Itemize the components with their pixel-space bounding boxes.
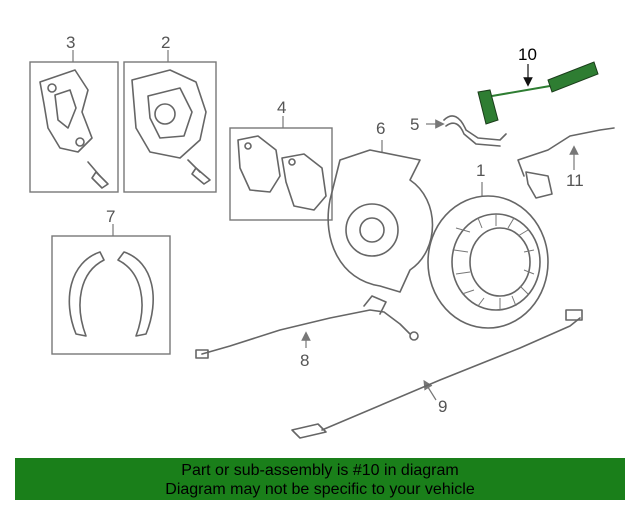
part-9-brake-cable[interactable]: 9 bbox=[291, 309, 583, 439]
callout-7: 7 bbox=[106, 207, 115, 226]
callout-11: 11 bbox=[566, 171, 584, 190]
part-8-sensor-cable[interactable]: 8 bbox=[195, 295, 419, 370]
callout-8: 8 bbox=[300, 351, 309, 370]
part-5-sensor-bracket[interactable]: 5 bbox=[410, 115, 507, 147]
part-6-dust-shield[interactable]: 6 bbox=[327, 119, 434, 293]
callout-1: 1 bbox=[476, 161, 485, 180]
callout-9: 9 bbox=[438, 397, 447, 416]
part-4-brake-pads[interactable]: 4 bbox=[229, 98, 333, 221]
notice-line-1: Part or sub-assembly is #10 in diagram bbox=[181, 462, 459, 479]
part-7-parking-brake-shoes[interactable]: 7 bbox=[51, 207, 171, 355]
part-2-caliper[interactable]: 2 bbox=[123, 33, 217, 193]
part-10-wear-sensor[interactable]: 10 bbox=[477, 45, 599, 125]
callout-3: 3 bbox=[66, 33, 75, 52]
callout-5: 5 bbox=[410, 115, 419, 134]
notice-line-2: Diagram may not be specific to your vehi… bbox=[165, 481, 475, 498]
callout-10: 10 bbox=[518, 45, 537, 64]
part-11-cable[interactable]: 11 bbox=[517, 127, 615, 199]
callout-2: 2 bbox=[161, 33, 170, 52]
callout-6: 6 bbox=[376, 119, 385, 138]
callout-4: 4 bbox=[277, 98, 286, 117]
part-1-brake-rotor[interactable]: 1 bbox=[427, 161, 549, 329]
diagram-notice-banner: Part or sub-assembly is #10 in diagram D… bbox=[15, 458, 625, 500]
part-3-caliper-bracket[interactable]: 3 bbox=[29, 33, 119, 193]
